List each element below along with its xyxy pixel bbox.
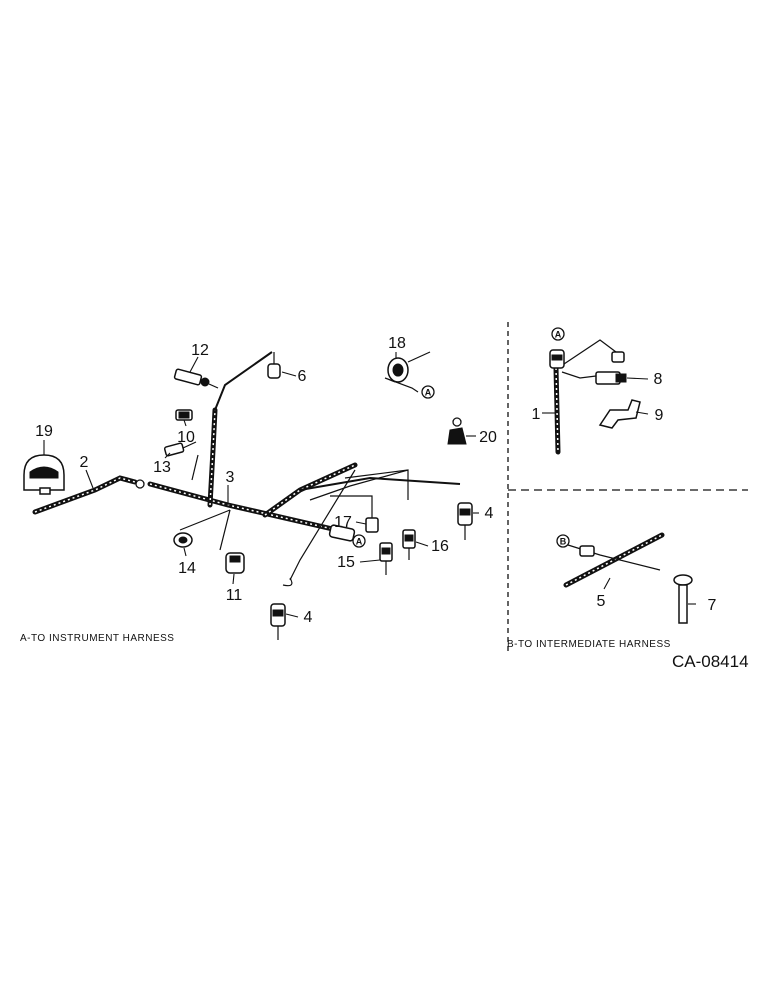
drawing-code: CA-08414 (672, 652, 749, 671)
callout-19: 19 (35, 423, 53, 440)
caption-instrument-harness: A-TO INSTRUMENT HARNESS (20, 633, 174, 644)
callout-1: 1 (532, 406, 541, 423)
svg-text:A: A (425, 388, 432, 398)
switch-10 (175, 409, 193, 421)
callout-8: 8 (654, 371, 663, 388)
harness-2 (32, 475, 145, 515)
callout-12: 12 (191, 342, 209, 359)
callout-5: 5 (597, 593, 606, 610)
callout-3: 3 (226, 469, 235, 486)
harness-1 (549, 339, 627, 455)
callout-13: 13 (153, 459, 171, 476)
callout-6: 6 (298, 368, 307, 385)
callout-17: 17 (334, 514, 352, 531)
harness-5 (563, 532, 665, 588)
sender-16 (402, 529, 416, 560)
callout-2: 2 (80, 454, 89, 471)
callout-18: 18 (388, 335, 406, 352)
bracket-9 (598, 399, 641, 429)
sender-7 (673, 574, 693, 624)
callout-9: 9 (655, 407, 664, 424)
switch-11 (225, 552, 245, 574)
switch-4-right (457, 502, 473, 540)
marker-a-18: A (421, 385, 435, 399)
svg-text:A: A (555, 330, 562, 340)
marker-a-harness-1: A (551, 327, 565, 341)
plug-17 (365, 517, 379, 533)
svg-text:B: B (560, 537, 567, 547)
sender-15 (379, 542, 393, 575)
sender-6 (267, 352, 281, 379)
callout-15: 15 (337, 554, 355, 571)
gauge-19 (23, 454, 65, 495)
marker-b-harness-5: B (556, 534, 570, 548)
callout-14: 14 (178, 560, 196, 577)
callout-7: 7 (708, 597, 717, 614)
callout-10: 10 (177, 429, 195, 446)
sensor-13 (163, 441, 197, 457)
caption-intermediate-harness: B-TO INTERMEDIATE HARNESS (507, 639, 671, 650)
callout-4-lower: 4 (304, 609, 313, 626)
leader-lines (43, 352, 696, 618)
callout-4-right: 4 (485, 505, 494, 522)
sender-18 (384, 351, 431, 393)
marker-a-main: A (352, 534, 366, 548)
callout-11: 11 (226, 587, 243, 604)
svg-text:A: A (356, 537, 363, 547)
switch-4-lower (270, 577, 293, 640)
clip-20 (447, 417, 467, 445)
callout-20: 20 (479, 429, 497, 446)
sensor-14 (173, 532, 193, 548)
sender-12 (173, 368, 219, 389)
callout-16: 16 (431, 538, 449, 555)
